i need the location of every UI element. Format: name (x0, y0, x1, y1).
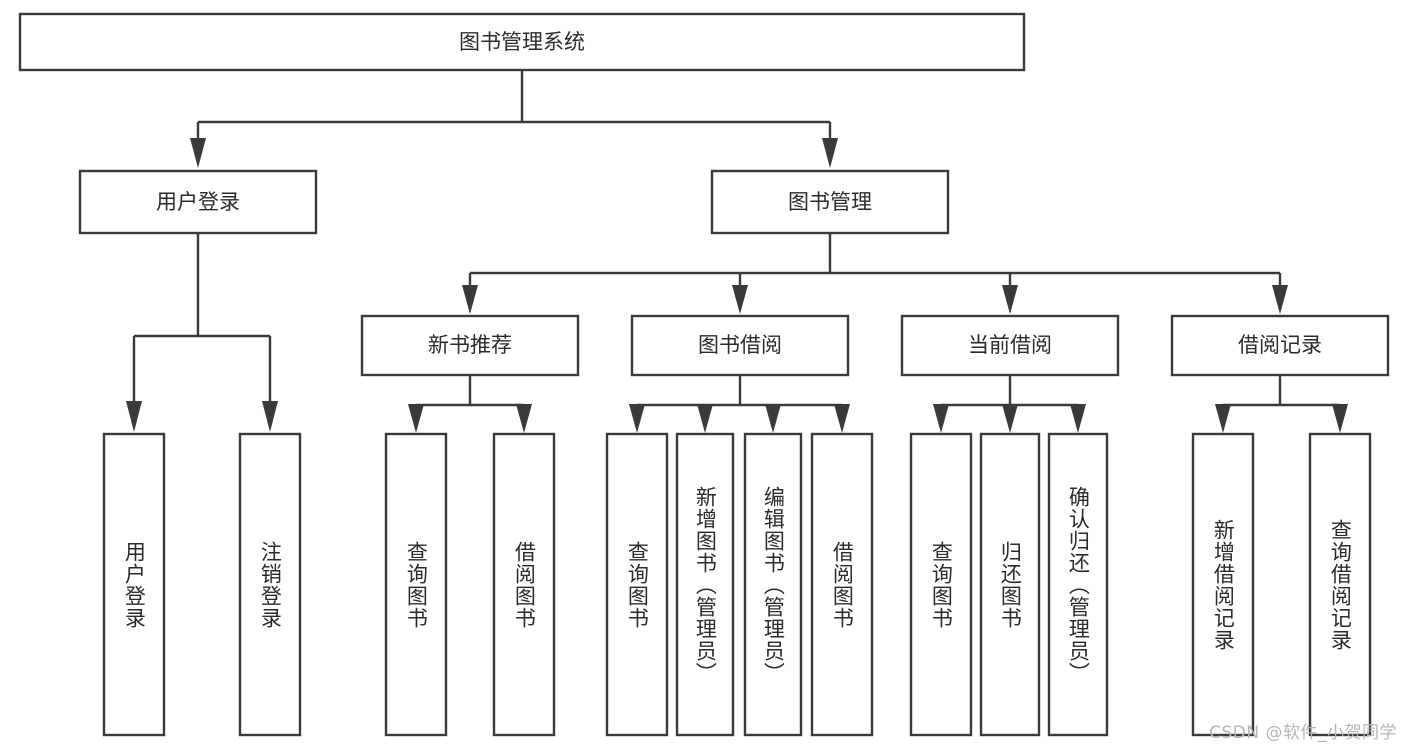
leaf-box-user-login[interactable] (102, 432, 166, 737)
arrow-head-icon-leaf-return-book (1002, 404, 1018, 433)
connector-group-new-book-rec (408, 375, 532, 433)
arrow-head-icon-leaf-query-book-3 (933, 404, 949, 433)
leaf-box-group (102, 432, 1372, 737)
leaf-box-add-book[interactable] (675, 432, 735, 737)
arrow-head-icon-leaf-add-book (697, 404, 713, 433)
node-root-box[interactable] (18, 12, 1026, 72)
leaf-box-query-record[interactable] (1308, 432, 1372, 737)
csdn-watermark: CSDN @软件_小贺同学 (1209, 723, 1397, 743)
node-book-borrow-box[interactable] (630, 314, 850, 377)
arrow-head-icon-leaf-add-record (1215, 404, 1231, 433)
node-user-login-box[interactable] (78, 169, 318, 235)
node-borrow-record-label: 借阅记录 (1238, 333, 1322, 357)
node-user-login[interactable]: 用户登录 (78, 169, 318, 235)
leaf-box-confirm-return[interactable] (1047, 432, 1109, 737)
arrow-head-icon-leaf-logout (262, 401, 278, 432)
connector-group-user-login (126, 233, 278, 432)
arrow-head-icon-leaf-query-book-2 (629, 404, 645, 433)
node-current-borrow-box[interactable] (900, 314, 1120, 377)
node-book-borrow-label: 图书借阅 (698, 333, 782, 357)
node-root-label: 图书管理系统 (459, 30, 585, 54)
arrow-head-icon-book-manage (822, 138, 838, 168)
arrow-head-icon-leaf-user-login (126, 401, 142, 432)
arrow-head-icon-leaf-borrow-book-2 (834, 404, 850, 433)
connector-group-borrow-record (1215, 375, 1348, 433)
node-book-manage-box[interactable] (710, 169, 950, 235)
node-new-book-rec-label: 新书推荐 (428, 333, 512, 357)
arrow-head-icon-current-borrow (1002, 285, 1018, 314)
leaf-box-edit-book[interactable] (743, 432, 803, 737)
leaf-box-query-book-3[interactable] (909, 432, 973, 737)
leaf-box-query-book-1[interactable] (384, 432, 448, 737)
node-current-borrow-label: 当前借阅 (968, 333, 1052, 357)
arrow-head-icon-leaf-borrow-book-1 (516, 404, 532, 433)
arrow-head-icon-leaf-edit-book (765, 404, 781, 433)
connector-group-current-borrow (933, 375, 1086, 433)
arrow-head-icon-leaf-query-book-1 (408, 404, 424, 433)
arrow-head-icon-book-borrow (732, 285, 748, 314)
arrow-head-icon-leaf-confirm-return (1070, 404, 1086, 433)
arrow-head-icon-user-login (190, 138, 206, 168)
node-root[interactable]: 图书管理系统 (18, 12, 1026, 72)
leaf-box-borrow-book-2[interactable] (810, 432, 874, 737)
leaf-box-query-book-2[interactable] (605, 432, 669, 737)
leaf-box-borrow-book-1[interactable] (492, 432, 556, 737)
node-user-login-label: 用户登录 (156, 190, 240, 214)
leaf-box-logout[interactable] (238, 432, 302, 737)
node-new-book-rec[interactable]: 新书推荐 (360, 314, 580, 377)
leaf-box-add-record[interactable] (1191, 432, 1255, 737)
arrow-head-icon-borrow-record (1272, 285, 1288, 314)
node-borrow-record[interactable]: 借阅记录 (1170, 314, 1390, 377)
connector-group-root (190, 70, 838, 168)
node-book-manage-label: 图书管理 (788, 190, 872, 214)
leaf-box-return-book[interactable] (979, 432, 1041, 737)
connector-group-book-borrow (629, 375, 850, 433)
arrow-head-icon-new-book-rec (462, 285, 478, 314)
connector-group-book-manage (462, 233, 1288, 314)
node-current-borrow[interactable]: 当前借阅 (900, 314, 1120, 377)
node-book-manage[interactable]: 图书管理 (710, 169, 950, 235)
node-new-book-rec-box[interactable] (360, 314, 580, 377)
node-book-borrow[interactable]: 图书借阅 (630, 314, 850, 377)
node-borrow-record-box[interactable] (1170, 314, 1390, 377)
arrow-head-icon-leaf-query-record (1332, 404, 1348, 433)
